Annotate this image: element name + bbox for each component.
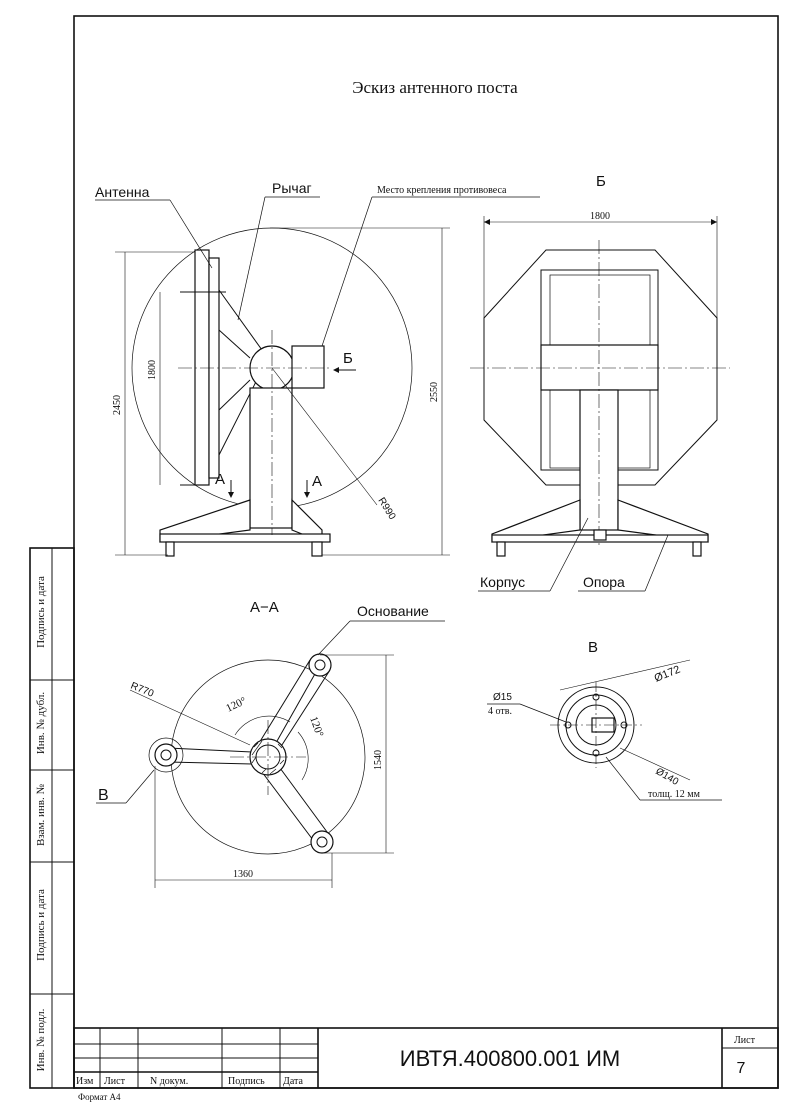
- tb-header-date: Дата: [283, 1076, 303, 1087]
- view-b-arrow-label: Б: [343, 350, 353, 367]
- antenna-octagon: [483, 249, 718, 486]
- tb-header-signature: Подпись: [228, 1076, 265, 1087]
- view-v: В Ø15 4 отв. Ø172 Ø140 толщ. 12 мм: [487, 639, 722, 801]
- label-base: Основание: [357, 603, 429, 619]
- sidebar-cell-replace-inv: Взам. инв. №: [35, 784, 47, 846]
- sidebar-cell-sign-date-2: Подпись и дата: [35, 889, 47, 961]
- title-block: Изм Лист N докум. Подпись Дата ИВТЯ.4008…: [73, 1027, 779, 1102]
- sidebar-cell-sign-date-1: Подпись и дата: [35, 576, 47, 648]
- view-v-ref-label: В: [98, 787, 109, 804]
- dim-thickness: толщ. 12 мм: [648, 789, 701, 800]
- sidebar-cell-dup-inv: Инв. № дубл.: [35, 692, 47, 755]
- dim-r990: R990: [375, 496, 397, 522]
- dim-outer-dia: Ø172: [653, 664, 682, 685]
- tb-format: Формат А4: [78, 1092, 121, 1102]
- section-aa-view: А−А R77: [96, 599, 445, 888]
- dim-r770: R770: [129, 681, 156, 700]
- column: [249, 387, 293, 529]
- antenna-plate: [194, 249, 210, 486]
- tb-designation: ИВТЯ.400800.001 ИМ: [400, 1046, 620, 1071]
- sidebar-cell-orig-inv: Инв. № подл.: [35, 1008, 47, 1071]
- inner-frame: [73, 15, 779, 1089]
- section-aa-title: А−А: [250, 599, 279, 616]
- dim-1800-front: 1800: [590, 211, 610, 222]
- dim-hole-count: 4 отв.: [488, 706, 512, 717]
- section-a-right-label: А: [312, 473, 322, 490]
- tb-sheet-label: Лист: [734, 1035, 756, 1046]
- label-support: Опора: [583, 574, 625, 590]
- label-antenna: Антенна: [95, 184, 150, 200]
- label-counterweight-mount: Место крепления противовеса: [377, 185, 507, 196]
- dim-hole-dia: Ø15: [493, 692, 512, 703]
- section-a-left-label: А: [215, 471, 225, 488]
- dim-1360: 1360: [233, 869, 253, 880]
- sidebar-stamp: Подпись и дата Инв. № дубл. Взам. инв. №…: [29, 547, 75, 1089]
- dim-angle-120-b: 120°: [307, 715, 325, 739]
- dim-2450: 2450: [112, 395, 123, 415]
- dim-1800-side: 1800: [147, 360, 158, 380]
- tb-header-change: Изм: [76, 1076, 94, 1087]
- tb-header-docnum: N докум.: [150, 1076, 188, 1087]
- tb-header-sheet: Лист: [104, 1076, 126, 1087]
- view-b-title: Б: [596, 173, 606, 190]
- dim-1540: 1540: [373, 750, 384, 770]
- dim-angle-120-a: 120°: [224, 695, 248, 715]
- front-view: Б 1800 Корпус Опора: [470, 173, 730, 592]
- counterweight-box: [291, 345, 325, 389]
- view-v-title: В: [588, 639, 598, 656]
- tb-sheet-number: 7: [737, 1060, 746, 1077]
- side-view: А А Б 2450 1800 2550 R990 Антенна Рычаг …: [95, 180, 540, 557]
- label-body: Корпус: [480, 574, 525, 590]
- drawing-title: Эскиз антенного поста: [352, 78, 518, 97]
- dim-2550: 2550: [429, 382, 440, 402]
- label-lever: Рычаг: [272, 180, 312, 196]
